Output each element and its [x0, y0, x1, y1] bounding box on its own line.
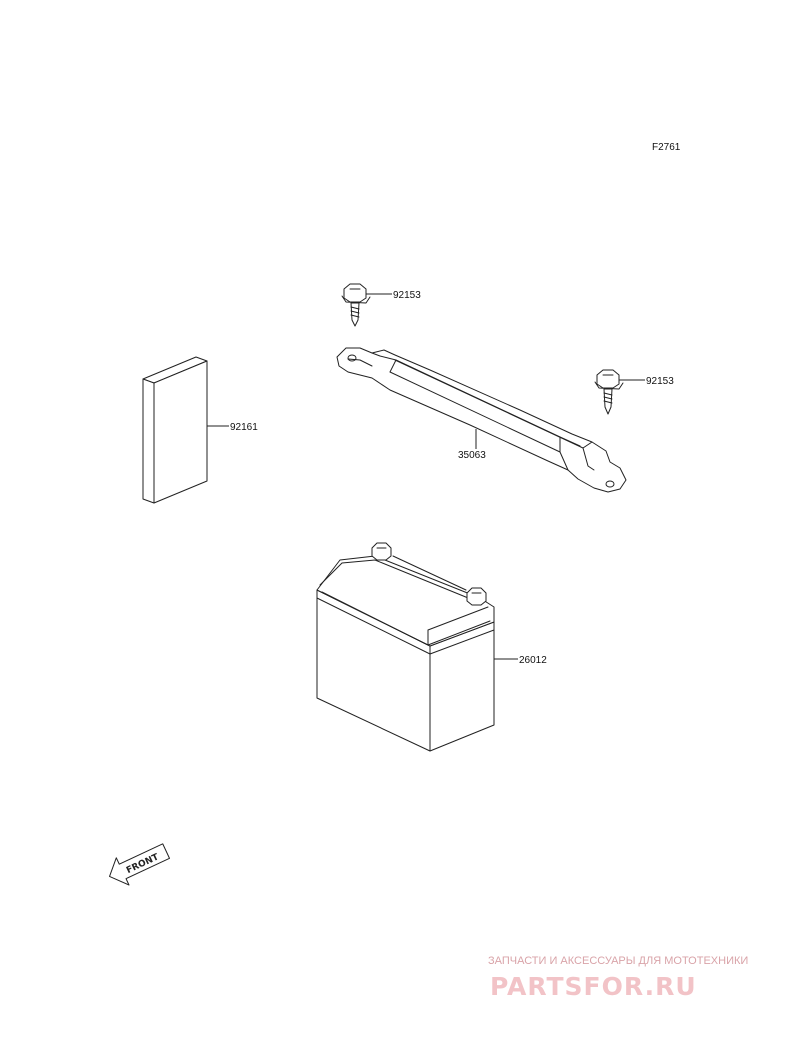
part-number-35063: 35063 [458, 450, 486, 461]
bolt-92153-right [594, 369, 624, 415]
bracket-35063 [336, 347, 627, 493]
front-arrow-icon: FRONT [109, 843, 171, 886]
battery-26012 [316, 542, 495, 752]
part-number-92153-right: 92153 [646, 376, 674, 387]
watermark-logo: PARTSFOR.RU [490, 972, 697, 1001]
figure-code: F2761 [652, 142, 681, 153]
part-number-92161: 92161 [230, 422, 258, 433]
part-number-92153-top: 92153 [393, 290, 421, 301]
bolt-92153-top [341, 283, 371, 327]
watermark-tagline: ЗАПЧАСТИ И АКСЕССУАРЫ ДЛЯ МОТОТЕХНИКИ [488, 955, 748, 967]
part-number-26012: 26012 [519, 655, 547, 666]
pad-92161 [142, 356, 208, 504]
